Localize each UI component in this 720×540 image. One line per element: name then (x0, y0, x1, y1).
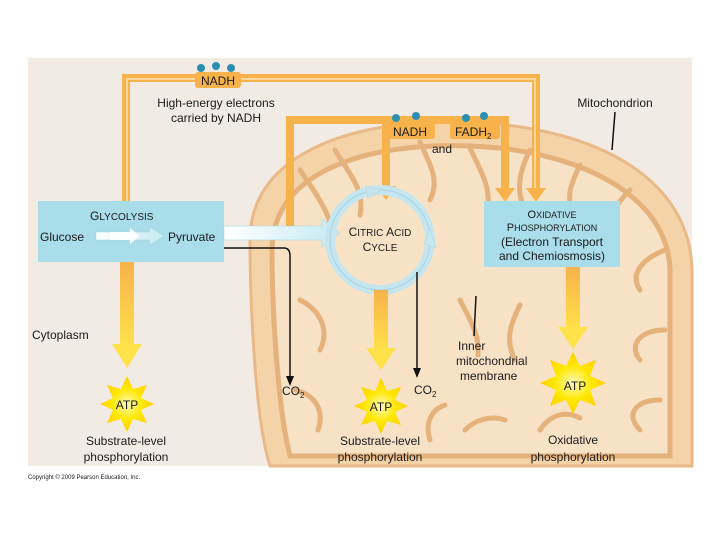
nadh-label: NADH (393, 125, 427, 139)
inner-membrane-pointer (473, 295, 477, 337)
caption-oxidative-line2: phosphorylation (531, 450, 616, 464)
arrowhead-top-nadh (526, 188, 546, 202)
inner-membrane-label-line3: membrane (460, 369, 518, 383)
citric-acid-label: CITRIC ACID (349, 225, 412, 239)
atp-burst-glycolysis: ATP (100, 376, 154, 432)
mitochondrion-pointer (611, 111, 616, 151)
atp-label-citric: ATP (370, 400, 392, 414)
caption-substrate-level-1-line2: phosphorylation (84, 450, 169, 464)
mitochondrion-label: Mitochondrion (577, 96, 652, 110)
electron-icon (480, 112, 488, 120)
chemiosmosis-label: and Chemiosmosis) (499, 249, 605, 263)
fadh-label: FADH2 (455, 125, 492, 141)
and-label: and (432, 142, 452, 156)
inner-membrane-label-line1: Inner (458, 339, 485, 353)
electron-icon (197, 64, 205, 72)
atp-label-glycolysis: ATP (116, 398, 138, 412)
inner-membrane-cristae (292, 139, 668, 443)
caption-substrate-level-1-line1: Substrate-level (86, 434, 166, 448)
caption-oxidative-line1: Oxidative (548, 433, 598, 447)
copyright-notice: Copyright © 2009 Pearson Education, Inc. (28, 474, 140, 481)
oxidative-phosphorylation-box: OXIDATIVE PHOSPHORYLATION (Electron Tran… (484, 201, 620, 267)
electron-icon (227, 64, 235, 72)
electron-icon (462, 114, 470, 122)
high-energy-electrons-label-line2: carried by NADH (171, 111, 261, 125)
atp-burst-oxidative: ATP (540, 352, 606, 414)
co2-label-pyruvate: CO2 (282, 384, 305, 400)
top-nadh-label: NADH (201, 74, 235, 88)
co2-label-cycle: CO2 (414, 383, 437, 399)
high-energy-electrons-label-line1: High-energy electrons (157, 96, 274, 110)
atp-burst-citric: ATP (354, 378, 408, 434)
atp-production-arrows (112, 262, 588, 370)
electron-icon (412, 112, 420, 120)
mitochondrion (248, 120, 694, 468)
atp-label-oxidative: ATP (564, 379, 586, 393)
caption-substrate-level-2-line2: phosphorylation (338, 450, 423, 464)
electron-transport-label: (Electron Transport (501, 235, 604, 249)
cycle-label: CYCLE (363, 240, 398, 254)
electron-icon (212, 62, 220, 70)
phosphorylation-title: PHOSPHORYLATION (507, 222, 598, 234)
inner-membrane-label-line2: mitochondrial (456, 354, 527, 368)
nadh-fadh2-carriers: NADH FADH2 and (385, 112, 500, 156)
electron-icon (392, 114, 400, 122)
glucose-label: Glucose (40, 230, 84, 244)
cytoplasm-label: Cytoplasm (32, 328, 89, 342)
co2-arrow-pyruvate (224, 247, 291, 378)
oxidative-title: OXIDATIVE (528, 209, 577, 221)
caption-substrate-level-2-line1: Substrate-level (340, 434, 420, 448)
glycolysis-box: GLYCOLYSIS Glucose Pyruvate (38, 201, 224, 262)
pyruvate-label: Pyruvate (168, 230, 216, 244)
top-nadh-electron-carrier: NADH (195, 62, 241, 88)
glycolysis-title: GLYCOLYSIS (90, 209, 154, 223)
arrowhead-fadh (495, 188, 515, 202)
